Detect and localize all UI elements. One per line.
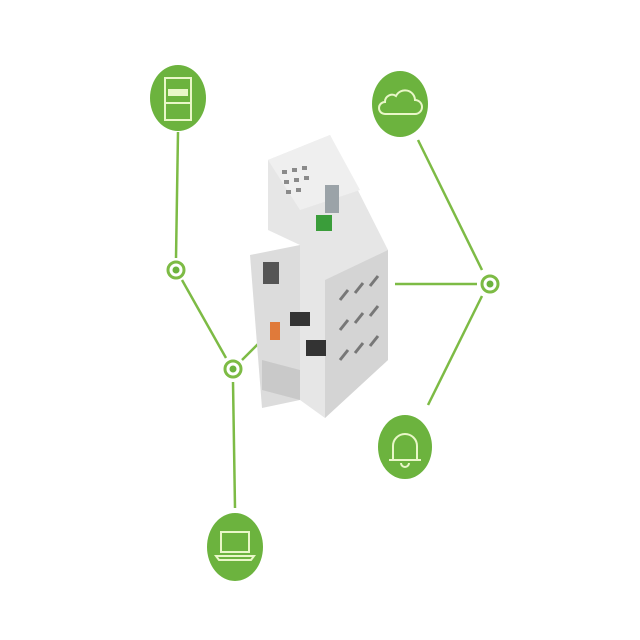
control-panel-icon [150, 65, 206, 131]
junction-node [223, 359, 243, 379]
bell-icon [378, 415, 432, 479]
junction-node [166, 260, 186, 280]
connector-lines [174, 131, 484, 509]
line-cloud-node [416, 139, 484, 271]
laptop-icon [207, 513, 263, 581]
junction-node [480, 274, 500, 294]
line-node-node [180, 279, 228, 359]
line-node-laptop [231, 381, 237, 509]
line-node-bell [426, 295, 484, 406]
cloud-icon [372, 71, 428, 137]
line-panel-node [174, 131, 180, 259]
plc-controller-device [250, 135, 388, 418]
